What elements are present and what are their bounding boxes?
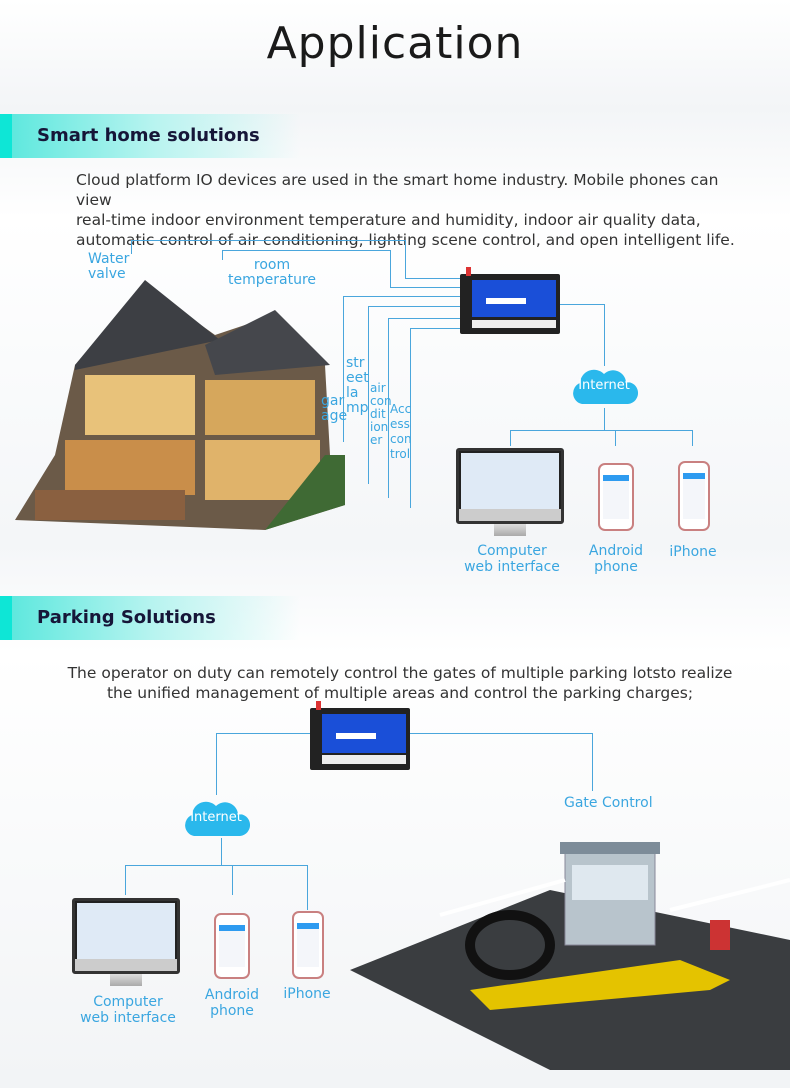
label-line: eet bbox=[346, 370, 369, 386]
section-title: Smart home solutions bbox=[37, 125, 260, 146]
section-header-parking: Parking Solutions bbox=[0, 596, 300, 640]
io-controller-device bbox=[310, 700, 410, 770]
cloud-label: Internet bbox=[190, 810, 242, 825]
desc-line: real-time indoor environment temperature… bbox=[76, 211, 701, 229]
client-iphone-label: iPhone bbox=[669, 544, 717, 560]
desc-line: The operator on duty can remotely contro… bbox=[67, 664, 733, 682]
iphone bbox=[292, 911, 324, 979]
io-controller-device bbox=[460, 266, 560, 334]
label-line: con bbox=[370, 394, 392, 408]
label-line: gar bbox=[321, 393, 345, 409]
label-gate-control: Gate Control bbox=[564, 795, 653, 811]
internet-cloud: Internet bbox=[570, 366, 639, 406]
parking-lot-illustration bbox=[350, 842, 790, 1070]
desc-line: the unified management of multiple areas… bbox=[106, 684, 694, 702]
section-header-smart-home: Smart home solutions bbox=[0, 114, 300, 158]
label-line: ess bbox=[390, 417, 410, 431]
client-computer-label: Computer web interface bbox=[80, 994, 176, 1026]
label-line: room bbox=[253, 257, 291, 273]
label-line: age bbox=[321, 408, 348, 424]
label-line: air bbox=[370, 381, 386, 395]
label-line: temperature bbox=[228, 272, 316, 288]
label-line: trol bbox=[390, 447, 411, 461]
label-line: con bbox=[390, 432, 412, 446]
computer-monitor bbox=[456, 448, 564, 524]
label-line: Acc bbox=[390, 402, 412, 416]
label-line: ion bbox=[370, 420, 389, 434]
label-line: Water bbox=[88, 251, 130, 267]
label-line: la bbox=[346, 385, 359, 401]
page-title: Application bbox=[266, 18, 524, 69]
smart-house-illustration bbox=[15, 280, 345, 530]
label-line: str bbox=[346, 355, 365, 371]
android-phone bbox=[598, 463, 634, 531]
label-line: dit bbox=[370, 407, 386, 421]
android-phone bbox=[214, 913, 250, 979]
section-title: Parking Solutions bbox=[37, 607, 216, 628]
parking-description: The operator on duty can remotely contro… bbox=[40, 663, 760, 703]
cloud-icon bbox=[185, 801, 251, 836]
desc-line: Cloud platform IO devices are used in th… bbox=[76, 171, 719, 209]
internet-cloud: Internet bbox=[182, 798, 251, 838]
cloud-label: Internet bbox=[578, 378, 630, 393]
cloud-icon bbox=[573, 369, 639, 404]
client-android-label: Android phone bbox=[588, 543, 644, 575]
label-line: mp bbox=[346, 400, 369, 416]
client-android-label: Android phone bbox=[204, 987, 260, 1019]
label-line: er bbox=[370, 433, 383, 447]
client-iphone-label: iPhone bbox=[283, 986, 331, 1002]
computer-monitor bbox=[72, 898, 180, 974]
client-computer-label: Computer web interface bbox=[464, 543, 560, 575]
iphone bbox=[678, 461, 710, 531]
label-line: valve bbox=[88, 266, 126, 282]
smart-home-description: Cloud platform IO devices are used in th… bbox=[76, 170, 756, 250]
